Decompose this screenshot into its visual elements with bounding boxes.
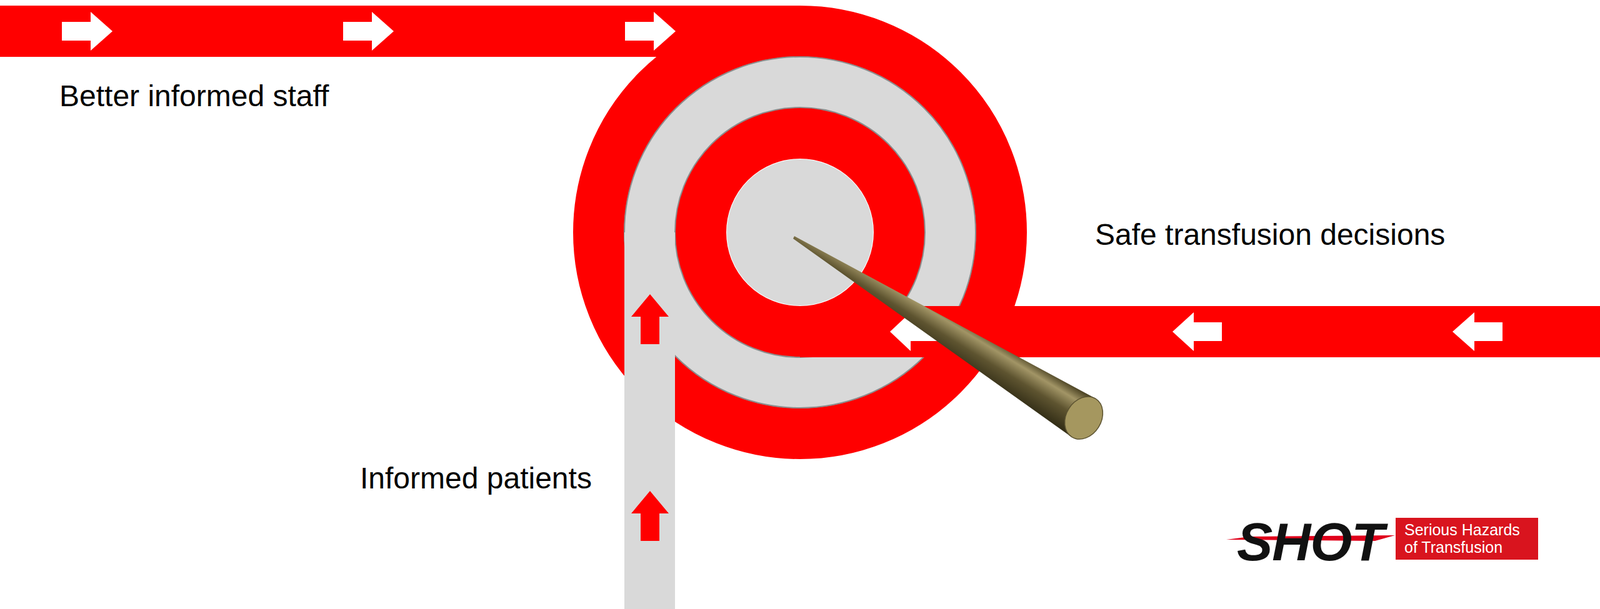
arrow-up (631, 294, 669, 345)
dart-end (1056, 390, 1111, 447)
arrow-left (1172, 312, 1222, 352)
bullseye-centre (726, 159, 874, 306)
arrow-left (1452, 312, 1503, 352)
arrow-right (625, 11, 676, 51)
arrow-up (631, 491, 669, 542)
flow-label: Better informed staff (59, 81, 329, 112)
logo-box: Serious Hazards of Transfusion (1395, 518, 1539, 560)
up-arrows (631, 294, 669, 542)
flow-label: Informed patients (360, 463, 592, 494)
flow-label: Safe transfusion decisions (1095, 220, 1445, 250)
dart-shaft (793, 236, 1096, 438)
staff-band (0, 5, 800, 57)
patients-band (624, 232, 675, 609)
logo-wordmark: SHOT (1236, 515, 1384, 569)
arrow-right (343, 11, 394, 51)
right-arrows (61, 11, 676, 51)
logo-text: Serious Hazards of Transfusion (1404, 521, 1530, 557)
inner-red-ring (700, 133, 900, 332)
arrow-right (61, 11, 113, 51)
